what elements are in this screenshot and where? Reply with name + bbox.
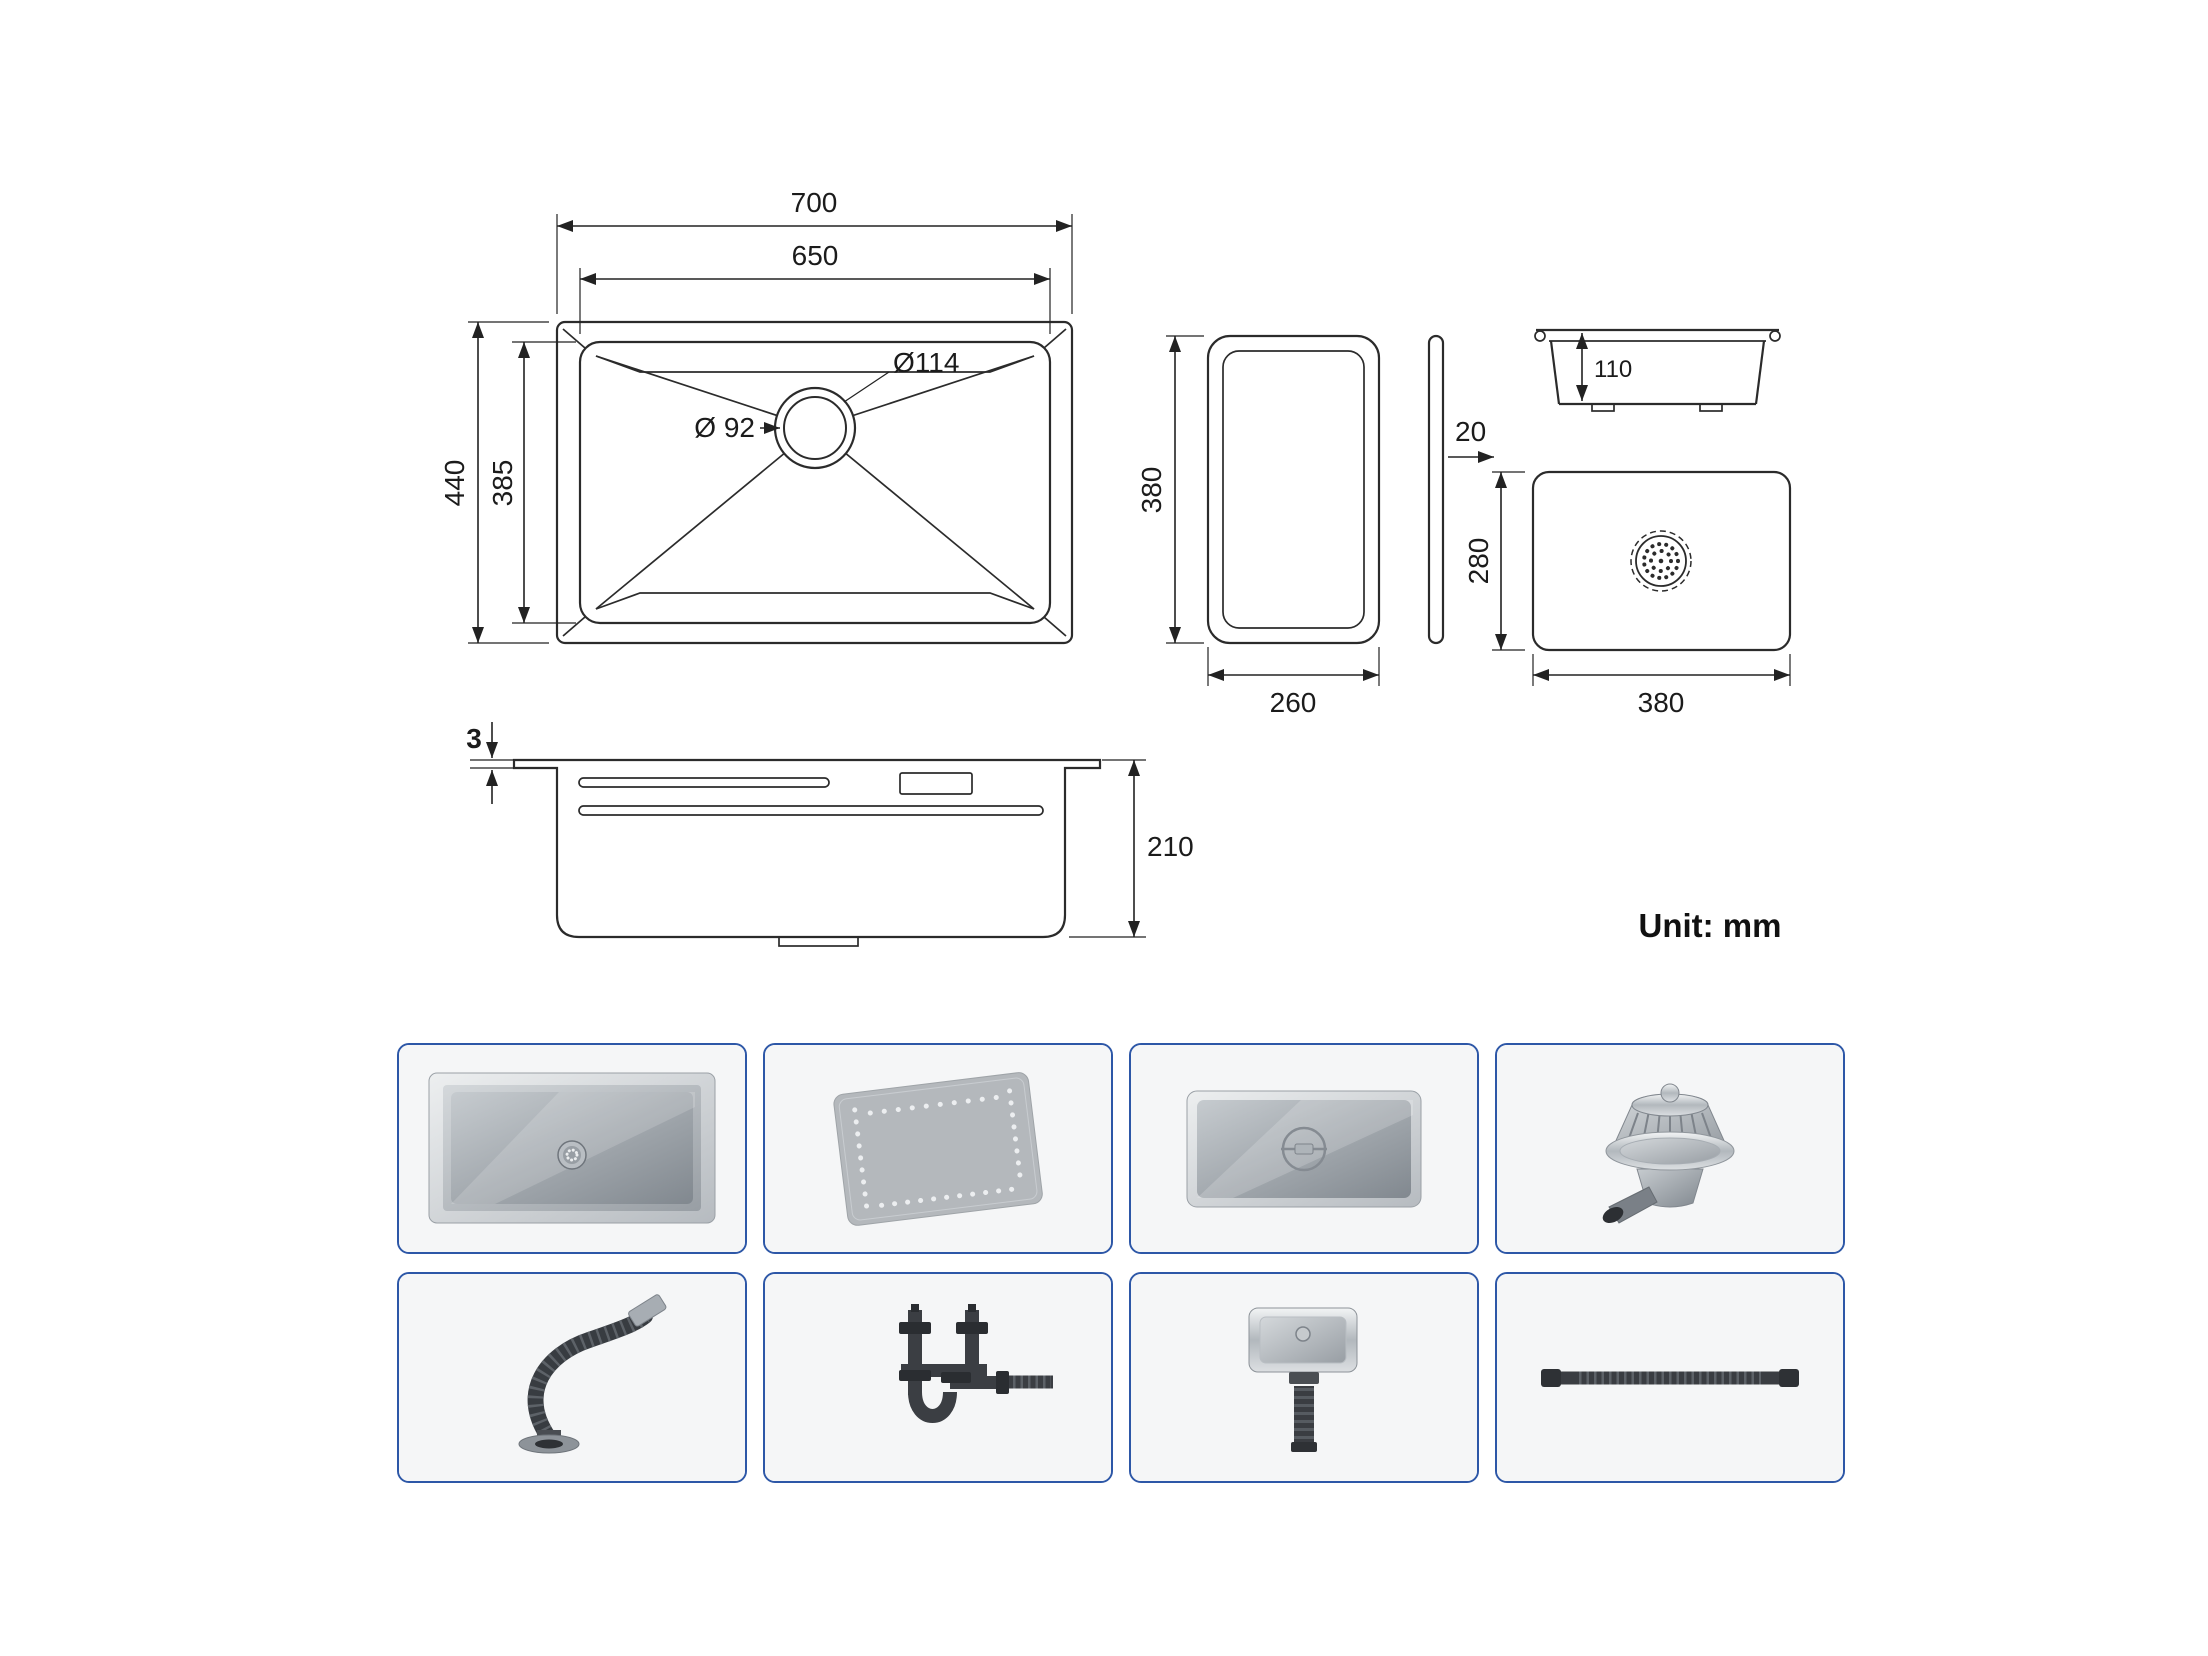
basket-strainer-icon bbox=[1497, 1045, 1843, 1252]
board-side-view-drawing: 20 bbox=[1427, 334, 1494, 645]
extension-pipe-icon bbox=[1497, 1274, 1843, 1481]
dim-depth: 210 bbox=[1069, 759, 1194, 938]
board-front-view-drawing bbox=[1206, 334, 1381, 645]
dim-board-height: 380 bbox=[1136, 335, 1204, 644]
sink-photo-icon bbox=[399, 1045, 745, 1252]
dim-440-label: 440 bbox=[439, 460, 470, 507]
sink-top-view-drawing: Ø114 Ø 92 bbox=[555, 320, 1074, 645]
dim-basin-380-label: 380 bbox=[1638, 687, 1685, 718]
dim-basin-height: 280 bbox=[1463, 471, 1525, 651]
dim-board-380-label: 380 bbox=[1136, 467, 1167, 514]
basin-top-view-drawing bbox=[1531, 470, 1792, 652]
flexible-hose-icon bbox=[399, 1274, 745, 1481]
dim-20-label: 20 bbox=[1455, 416, 1486, 447]
dim-basin-width: 380 bbox=[1532, 654, 1791, 718]
sink-side-view-drawing bbox=[512, 758, 1102, 947]
accessory-card-trap-kit bbox=[763, 1272, 1113, 1483]
rolling-mat-icon bbox=[765, 1045, 1111, 1252]
dim-110-label: 110 bbox=[1594, 356, 1632, 383]
accessory-card-rolling-mat bbox=[763, 1043, 1113, 1254]
dim-700-label: 700 bbox=[791, 187, 838, 218]
dim-650-label: 650 bbox=[792, 240, 839, 271]
accessory-card-basket-strainer bbox=[1495, 1043, 1845, 1254]
accessory-card-cover-tray bbox=[1129, 1043, 1479, 1254]
dim-280-label: 280 bbox=[1463, 538, 1494, 585]
dim-3-label: 3 bbox=[466, 723, 482, 754]
dim-drain-inner: Ø 92 bbox=[694, 412, 755, 443]
accessory-card-flexible-hose bbox=[397, 1272, 747, 1483]
dim-inner-width: 650 bbox=[579, 240, 1051, 334]
technical-drawing: Ø114 Ø 92 700 650 440 bbox=[439, 187, 1792, 947]
dim-drain-outer: Ø114 bbox=[893, 347, 959, 378]
accessory-card-extension-pipe bbox=[1495, 1272, 1845, 1483]
overflow-drain-icon bbox=[1131, 1274, 1477, 1481]
trap-kit-icon bbox=[765, 1274, 1111, 1481]
dim-210-label: 210 bbox=[1147, 831, 1194, 862]
dim-385-label: 385 bbox=[487, 460, 518, 507]
accessory-grid bbox=[397, 1043, 1845, 1483]
dim-260-label: 260 bbox=[1270, 687, 1317, 718]
accessory-card-sink bbox=[397, 1043, 747, 1254]
accessory-card-overflow-drain bbox=[1129, 1272, 1479, 1483]
basin-side-view-drawing: 110 bbox=[1534, 328, 1781, 412]
dim-outer-width: 700 bbox=[556, 187, 1073, 314]
unit-label: Unit: mm bbox=[1639, 907, 1782, 944]
dim-outer-height: 440 bbox=[439, 321, 549, 644]
dim-inner-height: 385 bbox=[487, 341, 576, 624]
cover-tray-icon bbox=[1131, 1045, 1477, 1252]
dim-board-width: 260 bbox=[1207, 647, 1380, 718]
dim-rim-thickness: 3 bbox=[466, 722, 514, 804]
